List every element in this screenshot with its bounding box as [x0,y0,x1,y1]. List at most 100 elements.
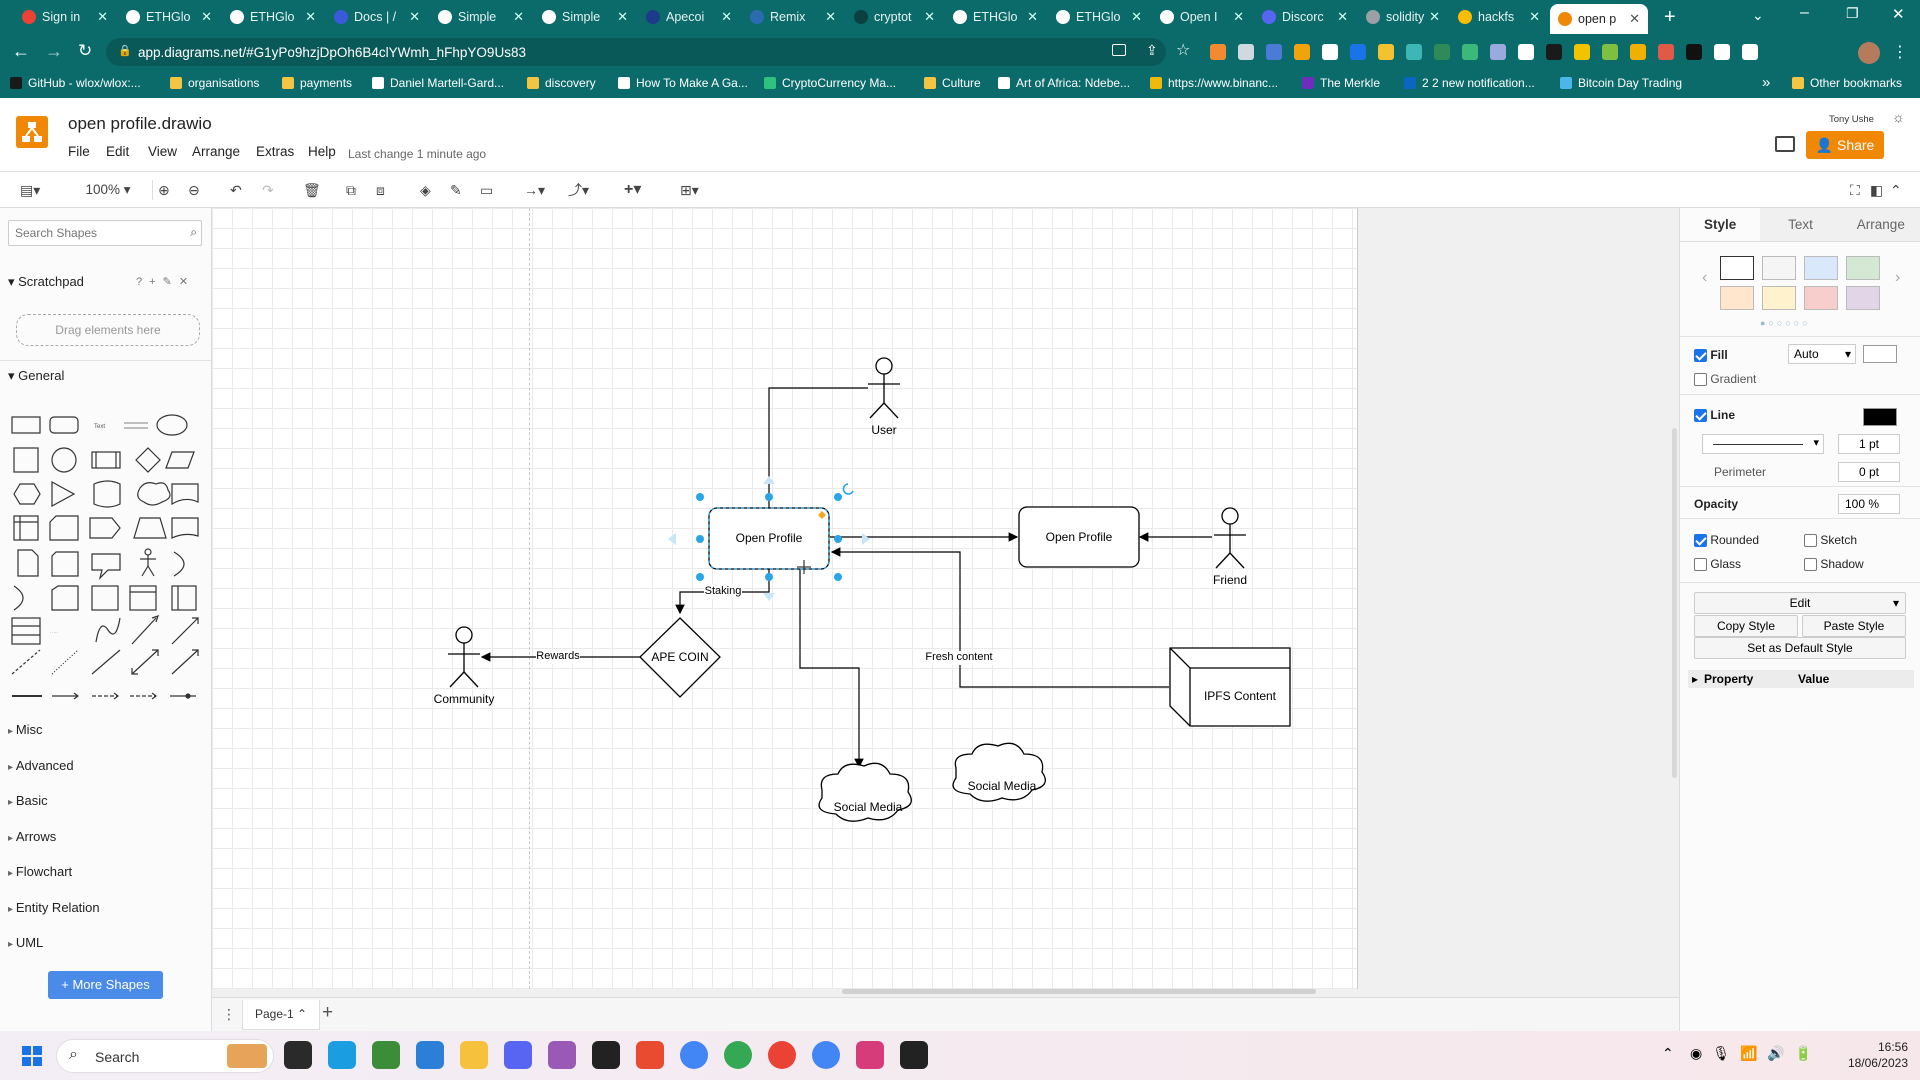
diagram-page[interactable] [212,208,1358,989]
section-basic[interactable]: ▸ Basic [8,793,48,808]
browser-tab[interactable]: Docs | /✕ [326,4,428,30]
bookmark-item[interactable]: discovery [527,76,596,90]
tab-close-icon[interactable]: ✕ [1429,9,1440,24]
line-pattern-select[interactable]: ▾ [1702,434,1824,454]
browser-tab[interactable]: Remix✕ [742,4,844,30]
tab-close-icon[interactable]: ✕ [721,9,732,24]
bookmark-item[interactable]: GitHub - wlox/wlox:... [10,76,141,90]
browser-tab[interactable]: cryptot✕ [846,4,943,30]
taskbar-app-icon[interactable] [548,1041,576,1069]
diagram-drawing[interactable] [212,208,1358,989]
extension-icon[interactable] [1210,44,1226,60]
tab-close-icon[interactable]: ✕ [1337,9,1348,24]
tab-close-icon[interactable]: ✕ [1233,9,1244,24]
bookmark-item[interactable]: Art of Africa: Ndebe... [998,76,1130,90]
taskbar-app-icon[interactable] [680,1041,708,1069]
format-tab-arrange[interactable]: Arrange [1856,217,1905,232]
taskbar-app-icon[interactable] [416,1041,444,1069]
tab-close-icon[interactable]: ✕ [924,9,935,24]
selection-handles[interactable] [696,493,842,581]
reload-icon[interactable]: ↻ [78,41,93,60]
extension-icon[interactable] [1630,44,1646,60]
add-page-icon[interactable]: + [322,1002,334,1023]
bookmark-item[interactable]: Culture [924,76,981,90]
share-page-icon[interactable]: ⇪ [1146,42,1158,58]
style-swatch[interactable] [1846,256,1880,280]
taskbar-app-icon[interactable] [592,1041,620,1069]
social-media-cloud-1[interactable] [818,762,912,822]
format-tab-style[interactable]: Style [1680,208,1761,241]
collapse-icon[interactable]: ⌃ [1890,182,1902,198]
minimize-icon[interactable]: – [1800,4,1809,21]
menu-help[interactable]: Help [308,144,336,159]
menu-edit[interactable]: Edit [106,144,130,159]
extension-icon[interactable] [1350,44,1366,60]
extension-icon[interactable] [1658,44,1674,60]
extension-icon[interactable] [1266,44,1282,60]
extension-icon[interactable] [1602,44,1618,60]
browser-tab[interactable]: ETHGlo✕ [1048,4,1150,30]
edit-style-select[interactable]: Edit▾ [1694,592,1906,614]
bookmark-item[interactable]: How To Make A Ga... [618,76,748,90]
tab-close-icon[interactable]: ✕ [1131,9,1142,24]
redo-icon[interactable]: ↷ [262,182,274,198]
swatch-prev-icon[interactable]: ‹ [1702,269,1708,286]
browser-tab[interactable]: Open I✕ [1152,4,1252,30]
bookmark-item[interactable]: Bitcoin Day Trading [1560,76,1682,90]
taskbar-app-icon[interactable] [900,1041,928,1069]
fill-mode-select[interactable]: Auto▾ [1788,344,1856,364]
user-name[interactable]: Tony Ushe [1829,114,1874,125]
pages-menu-icon[interactable]: ⋮ [222,1006,236,1022]
section-advanced[interactable]: ▸ Advanced [8,758,74,773]
bookmark-star-icon[interactable]: ☆ [1176,42,1191,59]
extension-icon[interactable] [1546,44,1562,60]
scratchpad-header[interactable]: ▾ Scratchpad [8,274,84,289]
style-swatch[interactable] [1804,256,1838,280]
extension-icon[interactable] [1294,44,1310,60]
line-color-icon[interactable]: ✎ [450,182,462,198]
extension-icon[interactable] [1490,44,1506,60]
line-width-input[interactable]: 1 pt [1838,434,1900,454]
tray-chevron-icon[interactable]: ⌃ [1662,1045,1674,1061]
tab-close-icon[interactable]: ✕ [1629,11,1640,26]
browser-tab[interactable]: solidity✕ [1358,4,1448,30]
back-icon[interactable]: ← [12,41,30,61]
swatch-next-icon[interactable]: › [1895,269,1901,286]
taskbar-app-icon[interactable] [372,1041,400,1069]
extension-icon[interactable] [1434,44,1450,60]
close-window-icon[interactable]: ✕ [1892,6,1905,23]
last-change-status[interactable]: Last change 1 minute ago [348,147,487,161]
edge-profile-to-social[interactable] [799,569,864,769]
taskbar-search[interactable]: ⌕ Search [56,1039,274,1073]
community-actor[interactable] [448,626,480,688]
browser-tab-active[interactable]: open p✕ [1550,4,1648,34]
to-back-icon[interactable]: ⧈ [376,182,385,198]
connection-icon[interactable]: →▾ [524,182,546,198]
clock[interactable]: 16:56 18/06/2023 [1826,1039,1908,1071]
extension-icon[interactable] [1742,44,1758,60]
taskbar-app-icon[interactable] [328,1041,356,1069]
set-default-style-button[interactable]: Set as Default Style [1694,637,1906,659]
section-misc[interactable]: ▸ Misc [8,722,43,737]
browser-tab[interactable]: ETHGlo✕ [222,4,324,30]
menu-file[interactable]: File [68,144,90,159]
style-swatch[interactable] [1804,286,1838,310]
tab-close-icon[interactable]: ✕ [617,9,628,24]
scratchpad-dropzone[interactable]: Drag elements here [16,314,200,346]
browser-tab[interactable]: Apecoi✕ [638,4,740,30]
other-bookmarks[interactable]: Other bookmarks [1792,76,1902,90]
page-tab-page-1[interactable]: Page-1 ⌃ [242,1000,321,1030]
bookmark-item[interactable]: CryptoCurrency Ma... [764,76,896,90]
social-media-cloud-2[interactable] [952,742,1046,802]
bookmark-item[interactable]: The Merkle [1302,76,1380,90]
more-bookmarks-icon[interactable]: » [1762,74,1771,91]
zoom-in-icon[interactable]: ⊕ [158,182,170,198]
style-swatch[interactable] [1762,286,1796,310]
undo-icon[interactable]: ↶ [230,182,242,198]
browser-tab[interactable]: Discorc✕ [1254,4,1356,30]
delete-icon[interactable]: 🗑 [303,182,321,198]
extension-icon[interactable] [1574,44,1590,60]
opacity-input[interactable]: 100 % [1838,494,1900,514]
shadow-icon[interactable]: ▭ [480,182,494,198]
fill-checkbox[interactable] [1694,349,1707,363]
